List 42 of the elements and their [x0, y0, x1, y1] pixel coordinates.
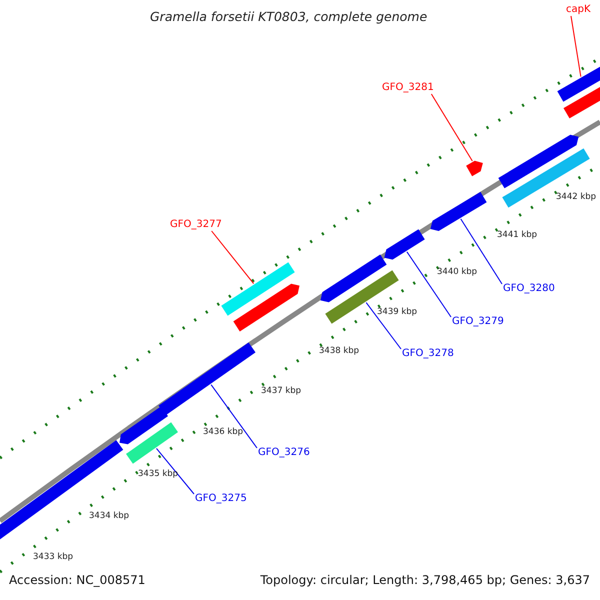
gene-label: GFO_3279 — [452, 316, 504, 327]
gene-feature — [325, 270, 399, 324]
leader-line — [430, 94, 473, 162]
scale-label: 3442 kbp — [556, 193, 596, 202]
title: Gramella forsetii KT0803, complete genome — [150, 10, 428, 24]
gene-label: GFO_3276 — [258, 447, 310, 458]
scale-label: 3439 kbp — [377, 308, 418, 318]
scale-label: 3436 kbp — [203, 428, 244, 438]
gene-label: GFO_3275 — [195, 493, 247, 504]
scale-label: 3440 kbp — [437, 268, 478, 278]
leader-line — [406, 251, 452, 318]
gene-label: GFO_3281 — [382, 82, 434, 93]
leader-line — [210, 384, 258, 448]
gene-feature — [233, 284, 300, 332]
scale-label: 3438 kbp — [319, 347, 360, 356]
scale-label: 3435 kbp — [138, 470, 178, 480]
gene-feature — [557, 66, 600, 102]
leader-line — [366, 302, 402, 350]
gene-label: GFO_3278 — [402, 348, 454, 359]
leader-line — [460, 218, 502, 284]
gene-label: GFO_3280 — [503, 283, 555, 294]
accession-text: Accession: NC_008571 — [9, 574, 146, 588]
scale-label: 3434 kbp — [89, 512, 130, 522]
gene-feature — [498, 134, 579, 188]
scale-label: 3433 kbp — [33, 553, 74, 562]
gene-feature — [466, 160, 483, 176]
gene-feature — [126, 422, 178, 464]
leader-line — [211, 230, 254, 284]
gene-feature — [158, 342, 256, 416]
gene-label: capK — [566, 4, 591, 15]
gene-feature — [320, 254, 387, 302]
gene-feature — [430, 192, 487, 231]
gene-feature — [384, 229, 425, 260]
gene-label: GFO_3277 — [170, 219, 222, 230]
gene-feature — [221, 262, 295, 316]
scale-label: 3441 kbp — [497, 231, 538, 240]
leader-line — [156, 448, 194, 494]
scale-label: 3437 kbp — [261, 387, 302, 396]
leader-line — [570, 16, 582, 78]
gene-feature — [120, 406, 168, 444]
gene-feature — [564, 86, 600, 118]
genome-info-text: Topology: circular; Length: 3,798,465 bp; Genes: 3,637 — [260, 574, 590, 588]
